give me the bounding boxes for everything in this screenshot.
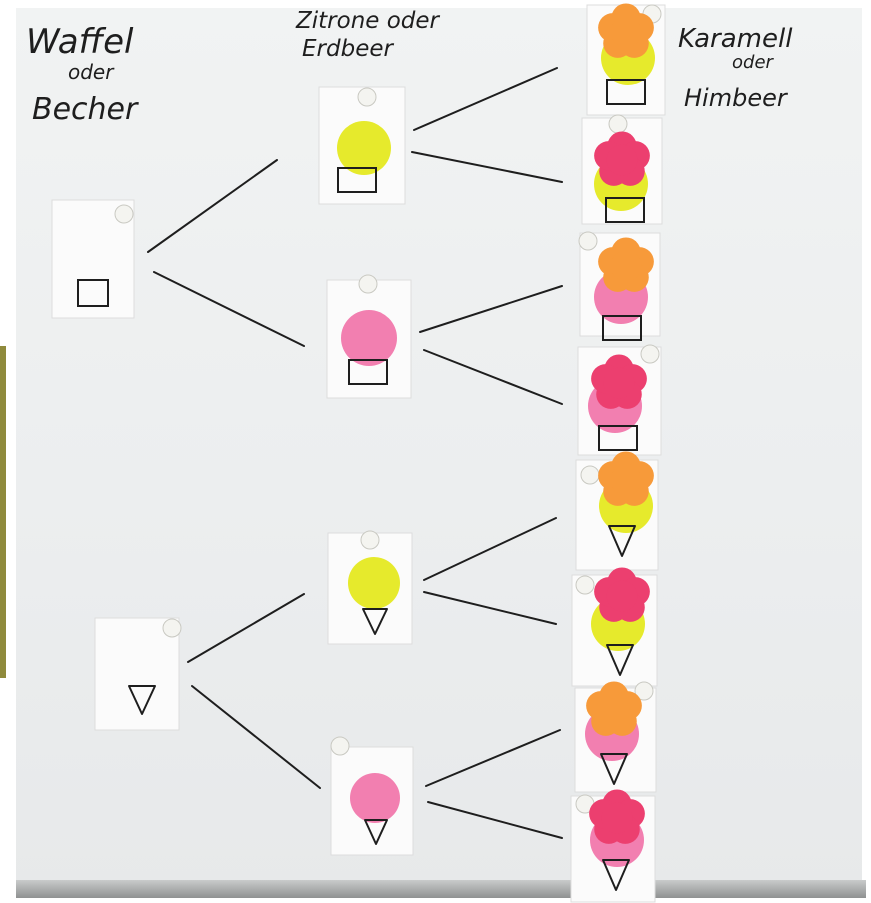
header-karamell-oder: oder bbox=[732, 52, 773, 73]
cone-drawing bbox=[608, 525, 636, 557]
caramel-flower-scoop bbox=[598, 451, 654, 506]
branch-line bbox=[187, 593, 305, 663]
paper-card bbox=[94, 617, 180, 731]
lemon-scoop bbox=[348, 557, 400, 609]
header-becher: Becher bbox=[32, 92, 138, 127]
cup-drawing bbox=[598, 425, 638, 451]
whiteboard bbox=[16, 8, 862, 894]
cup-drawing bbox=[77, 279, 109, 307]
flower-center bbox=[610, 16, 642, 48]
header-waffel-oder: oder bbox=[68, 60, 114, 84]
cup-drawing bbox=[605, 197, 645, 223]
magnet bbox=[162, 618, 182, 638]
magnet bbox=[330, 736, 350, 756]
side-object bbox=[0, 346, 6, 678]
branch-line bbox=[191, 685, 321, 789]
magnet bbox=[358, 274, 378, 294]
cone-drawing bbox=[600, 753, 628, 785]
magnet bbox=[357, 87, 377, 107]
flower-center bbox=[603, 367, 635, 399]
raspberry-flower-scoop bbox=[594, 131, 650, 186]
cup-drawing bbox=[337, 167, 377, 193]
magnet bbox=[640, 344, 660, 364]
header-waffel: Waffel bbox=[26, 22, 134, 62]
branch-line bbox=[423, 591, 557, 625]
header-karamell: Karamell bbox=[678, 24, 793, 54]
branch-line bbox=[423, 517, 557, 581]
flower-center bbox=[610, 250, 642, 282]
caramel-flower-scoop bbox=[598, 3, 654, 58]
strawberry-scoop bbox=[341, 310, 397, 366]
branch-line bbox=[425, 729, 561, 787]
cone-drawing bbox=[362, 608, 388, 635]
flower-center bbox=[606, 144, 638, 176]
cone-drawing bbox=[602, 859, 630, 891]
cone-drawing bbox=[364, 819, 388, 845]
cup-drawing bbox=[606, 79, 646, 105]
cup-drawing bbox=[602, 315, 642, 341]
flower-center bbox=[610, 464, 642, 496]
cone-drawing bbox=[128, 685, 156, 715]
branch-line bbox=[423, 349, 563, 405]
raspberry-flower-scoop bbox=[594, 567, 650, 622]
flower-center bbox=[601, 802, 633, 834]
branch-line bbox=[413, 67, 558, 131]
header-zitrone-oder: Zitrone oder bbox=[296, 8, 440, 34]
strawberry-scoop bbox=[350, 773, 400, 823]
branch-line bbox=[427, 801, 563, 839]
raspberry-flower-scoop bbox=[591, 354, 647, 409]
magnet bbox=[580, 465, 600, 485]
magnet bbox=[608, 114, 628, 134]
header-erdbeer: Erdbeer bbox=[302, 36, 393, 62]
branch-line bbox=[419, 285, 563, 333]
branch-line bbox=[411, 151, 563, 183]
cone-drawing bbox=[606, 644, 634, 676]
flower-center bbox=[598, 694, 630, 726]
flower-center bbox=[606, 580, 638, 612]
lemon-scoop bbox=[337, 121, 391, 175]
magnet bbox=[575, 575, 595, 595]
caramel-flower-scoop bbox=[586, 681, 642, 736]
magnet bbox=[360, 530, 380, 550]
cup-drawing bbox=[348, 359, 388, 385]
branch-line bbox=[153, 271, 305, 347]
magnet bbox=[634, 681, 654, 701]
magnet bbox=[114, 204, 134, 224]
magnet bbox=[578, 231, 598, 251]
header-himbeer: Himbeer bbox=[684, 84, 787, 112]
raspberry-flower-scoop bbox=[589, 789, 645, 844]
branch-line bbox=[147, 159, 278, 253]
caramel-flower-scoop bbox=[598, 237, 654, 292]
